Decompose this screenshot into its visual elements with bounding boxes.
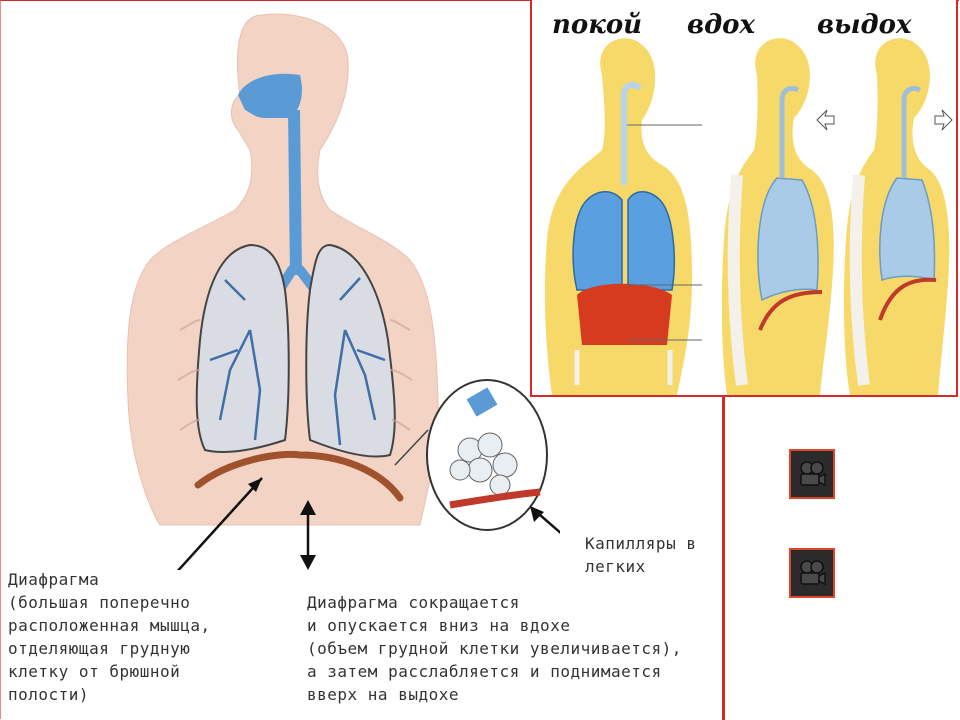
respiratory-system-illustration: [126, 13, 560, 570]
ribs: [177, 319, 413, 431]
phase-label-rest: покой: [552, 10, 643, 40]
figure-rest-lungs: [572, 191, 676, 291]
figure-exhale-lung: [879, 177, 936, 281]
caption-diaphragm-contracts: Диафрагма сокращается и опускается вниз …: [307, 593, 682, 704]
figure-inhale-airway: [779, 85, 800, 178]
caption-capillaries: Капилляры в легких: [585, 534, 697, 576]
caption-diaphragm: Диафрагма (большая поперечно расположенн…: [8, 570, 211, 704]
alveoli-inset: [426, 379, 548, 531]
trachea: [288, 110, 302, 275]
exhale-arrow-icon: [934, 109, 953, 131]
leader-lines: [627, 124, 702, 341]
figure-exhale-airway: [901, 85, 922, 178]
figure-rest-diaphragm: [577, 283, 672, 345]
figure-exhale-diaphragm: [878, 277, 937, 321]
video-button-1[interactable]: [789, 449, 835, 499]
breathing-phases-panel: покой вдох выдох: [530, 0, 958, 397]
video-button-2[interactable]: [789, 548, 835, 598]
diaphragm-band: [194, 450, 404, 502]
inset-connector: [394, 429, 429, 466]
phase-label-exhale: выдох: [817, 10, 912, 40]
film-camera-icon: [800, 560, 826, 586]
figure-inhale-diaphragm: [758, 290, 823, 331]
lung-left: [195, 243, 290, 453]
figure-inhale-lung: [757, 177, 819, 302]
film-camera-icon: [800, 461, 826, 487]
figure-exhale-spine: [849, 174, 870, 386]
phase-label-inhale: вдох: [687, 10, 755, 40]
nasal-cavity: [238, 73, 302, 118]
figure-inhale-spine: [727, 174, 748, 386]
bronchial-tree: [209, 277, 386, 446]
arrow-diaphragm: [176, 477, 263, 570]
figure-rest-trachea: [621, 81, 642, 185]
figure-rest-ribs: [574, 350, 673, 385]
inhale-arrow-icon: [816, 109, 835, 131]
breathing-phases-illustration: [544, 38, 953, 395]
vertical-divider: [722, 397, 725, 720]
